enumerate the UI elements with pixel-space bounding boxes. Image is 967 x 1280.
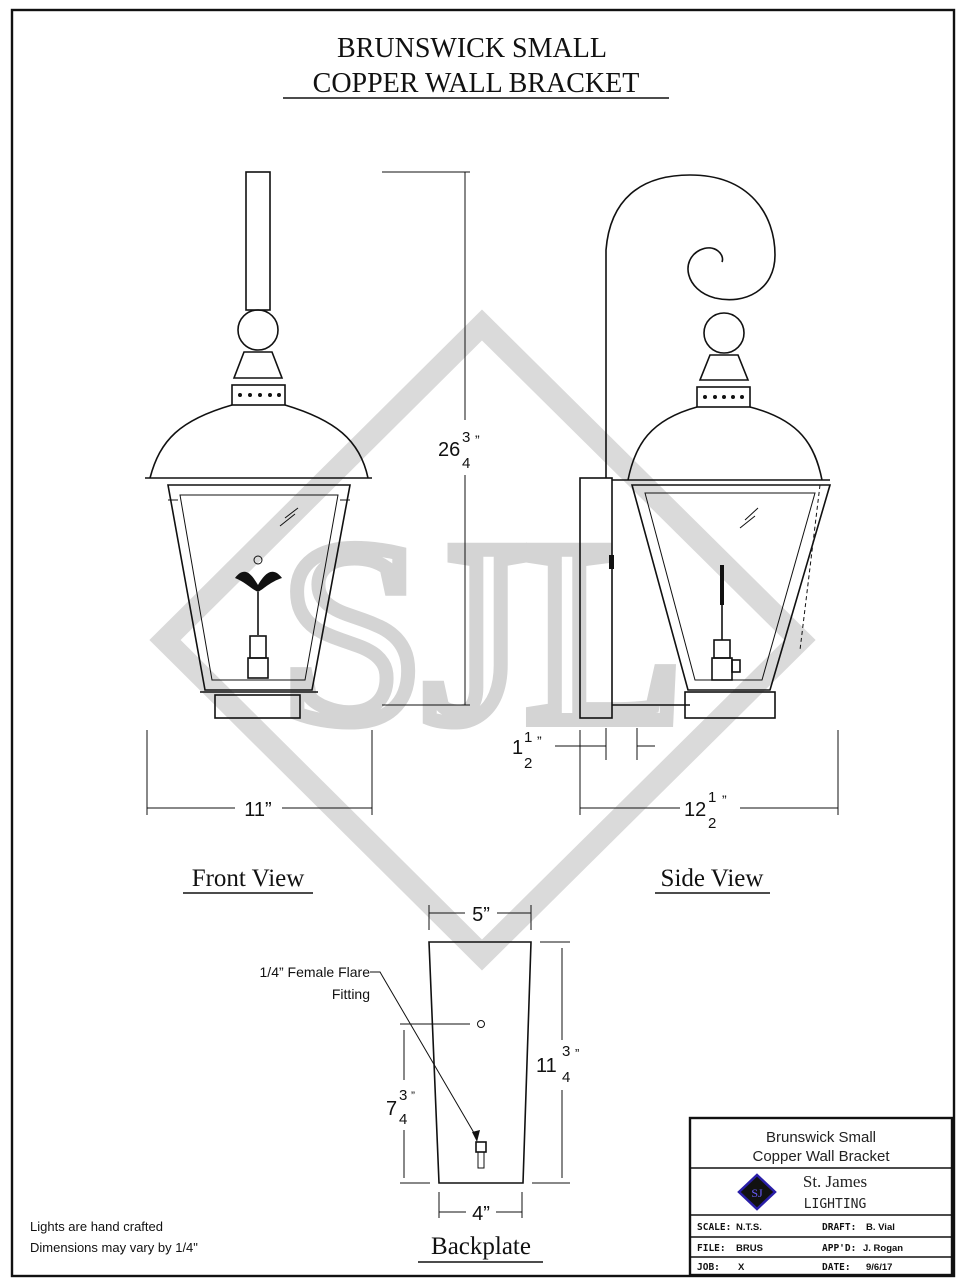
callout-line-2: Fitting <box>332 986 370 1002</box>
appd-label: APP'D: <box>822 1243 856 1254</box>
height-whole: 26 <box>438 439 460 461</box>
draft-label: DRAFT: <box>822 1222 856 1233</box>
fitting-height-den: 4 <box>399 1111 407 1128</box>
watermark-text: SJL <box>280 489 685 777</box>
offset-den: 2 <box>524 755 532 772</box>
callout-line-1: 1/4” Female Flare <box>260 964 371 980</box>
backplate-drawing: 5” 7 3 4 ” 11 3 4 ” 4” 1/4” Female Flare… <box>260 904 580 1225</box>
backplate-bottom-label: 4” <box>472 1203 490 1225</box>
company-sub: LIGHTING <box>804 1197 867 1212</box>
date-value: 9/6/17 <box>866 1262 892 1273</box>
side-depth-num: 1 <box>708 789 716 806</box>
title-block: Brunswick Small Copper Wall Bracket SJ S… <box>688 1116 954 1277</box>
backplate-height-num: 3 <box>562 1043 570 1060</box>
backplate-height-whole: 11 <box>536 1055 557 1077</box>
front-view-label: Front View <box>192 865 305 892</box>
fitting-height-unit: ” <box>411 1089 415 1103</box>
backplate-top-label: 5” <box>472 904 490 926</box>
side-depth-unit: ” <box>722 792 727 808</box>
title-line-1: BRUNSWICK SMALL <box>337 33 607 64</box>
offset-unit: ” <box>537 733 542 749</box>
front-width-dimension: 11” <box>146 730 373 821</box>
file-label: FILE: <box>697 1243 726 1254</box>
job-label: JOB: <box>697 1262 720 1273</box>
fitting-height-num: 3 <box>399 1087 407 1104</box>
appd-value: J. Rogan <box>863 1243 903 1254</box>
draft-value: B. Vial <box>866 1222 895 1233</box>
fitting-height-whole: 7 <box>386 1098 397 1120</box>
scale-value: N.T.S. <box>736 1222 762 1233</box>
height-unit: ” <box>475 432 480 448</box>
side-depth-den: 2 <box>708 815 716 832</box>
offset-num: 1 <box>524 729 532 746</box>
side-depth-whole: 12 <box>684 799 706 821</box>
svg-text:SJ: SJ <box>751 1186 763 1200</box>
scale-label: SCALE: <box>697 1222 731 1233</box>
height-num: 3 <box>462 429 470 446</box>
date-label: DATE: <box>822 1262 851 1273</box>
note-line-1: Lights are hand crafted <box>30 1219 163 1234</box>
side-view-lantern <box>579 174 832 719</box>
title-block-name-1: Brunswick Small <box>766 1129 876 1146</box>
title-block-name-2: Copper Wall Bracket <box>753 1148 891 1165</box>
job-value: X <box>738 1262 745 1273</box>
height-dimension: 26 3 4 ” <box>382 171 480 706</box>
sheet-border <box>10 8 956 1278</box>
backplate-height-den: 4 <box>562 1069 570 1086</box>
file-value: BRUS <box>736 1243 763 1254</box>
st-james-logo-icon: SJ <box>737 1173 777 1211</box>
side-view-label: Side View <box>661 865 764 892</box>
offset-whole: 1 <box>512 737 523 759</box>
watermark-logo: SJL <box>149 309 816 971</box>
side-depth-dimension: 12 1 2 ” <box>579 730 839 832</box>
front-view-lantern <box>145 171 372 719</box>
company-name: St. James <box>803 1172 867 1191</box>
front-width-label: 11” <box>244 799 271 821</box>
backplate-height-unit: ” <box>575 1046 579 1061</box>
backplate-label: Backplate <box>431 1233 531 1260</box>
title-line-2: COPPER WALL BRACKET <box>313 68 640 99</box>
note-line-2: Dimensions may vary by 1/4" <box>30 1240 198 1255</box>
height-den: 4 <box>462 455 470 472</box>
